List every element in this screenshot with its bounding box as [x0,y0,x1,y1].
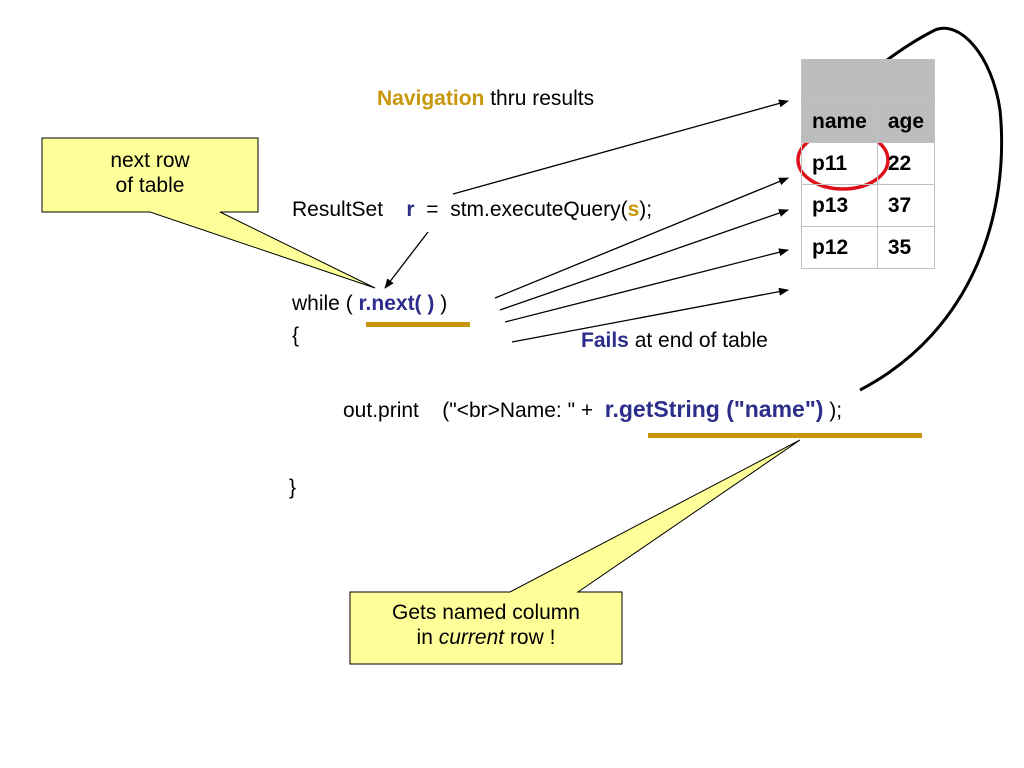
arrow-next-row2 [499,209,789,311]
arrow-next-end [511,287,789,343]
callout-getstring-line2-pre: in [416,626,433,649]
print-close: ); [829,399,843,422]
callout-getstring-line2: in current row ! [350,625,622,650]
table-row: p13 37 [801,184,936,227]
callout-next-line1: next row [110,149,190,172]
cell-name: p12 [801,226,878,269]
code-while-line: while ( r.next( ) ) [292,292,447,316]
table-row: p11 22 [801,142,936,185]
result-var: r [406,198,415,221]
arrow-r-to-next [384,231,429,289]
callout-next-row: next row of table [42,148,258,198]
while-keyword: while ( [292,292,353,315]
callout-next-line2: of table [115,174,185,197]
results-table: name age p11 22 p13 37 p12 35 [800,59,936,269]
callout-getstring-line2-post: row ! [509,626,556,649]
cell-age: 37 [876,184,936,227]
resultset-keyword: ResultSet [292,198,384,221]
arrow-next-row3 [504,248,789,323]
column-header-age: age [876,100,936,143]
while-close: ) [440,292,448,315]
table-column-row: name age [801,100,936,143]
table-row: p12 35 [801,226,936,269]
cell-name: p11 [801,142,878,185]
getstring-underline [648,433,922,438]
callout-next-row-shape [41,137,376,289]
print-arg: ("<br>Name: " + [442,399,594,422]
next-underline [366,322,470,327]
print-call: out.print [343,399,419,422]
execute-query-call: stm.executeQuery( [450,198,628,221]
getstring-call: r.getString ("name") [604,396,824,422]
fails-label: Fails at end of table [581,329,768,353]
equals-sign: = [426,198,439,221]
callout-getstring-line2-em: current [438,626,505,649]
fails-word: Fails [581,329,629,352]
fails-rest: at end of table [634,329,768,352]
navigation-word: Navigation [377,87,485,110]
cell-name: p13 [801,184,878,227]
navigation-rest: thru results [490,87,595,110]
close-brace: } [289,476,297,499]
arrow-getstring-to-header [854,26,1004,392]
callout-getstring: Gets named column in current row ! [350,600,622,650]
callout-getstring-line1: Gets named column [392,601,580,624]
execute-query-close: ); [639,198,653,221]
open-brace: { [292,324,300,347]
code-resultset-line: ResultSet r = stm.executeQuery(s); [292,198,652,222]
cell-age: 35 [876,226,936,269]
next-call: r.next( ) [358,292,435,315]
table-header-bar [800,59,936,101]
code-print-line: out.print ("<br>Name: " + r.getString ("… [343,397,842,423]
callout-getstring-shape [349,439,801,665]
cell-age: 22 [876,142,936,185]
execute-query-arg: s [627,198,640,221]
table-header-cell [800,59,936,101]
navigation-label: Navigation thru results [377,87,594,111]
column-header-name: name [801,100,878,143]
arrow-r-to-table [452,99,789,195]
arrow-next-row1 [494,177,789,299]
